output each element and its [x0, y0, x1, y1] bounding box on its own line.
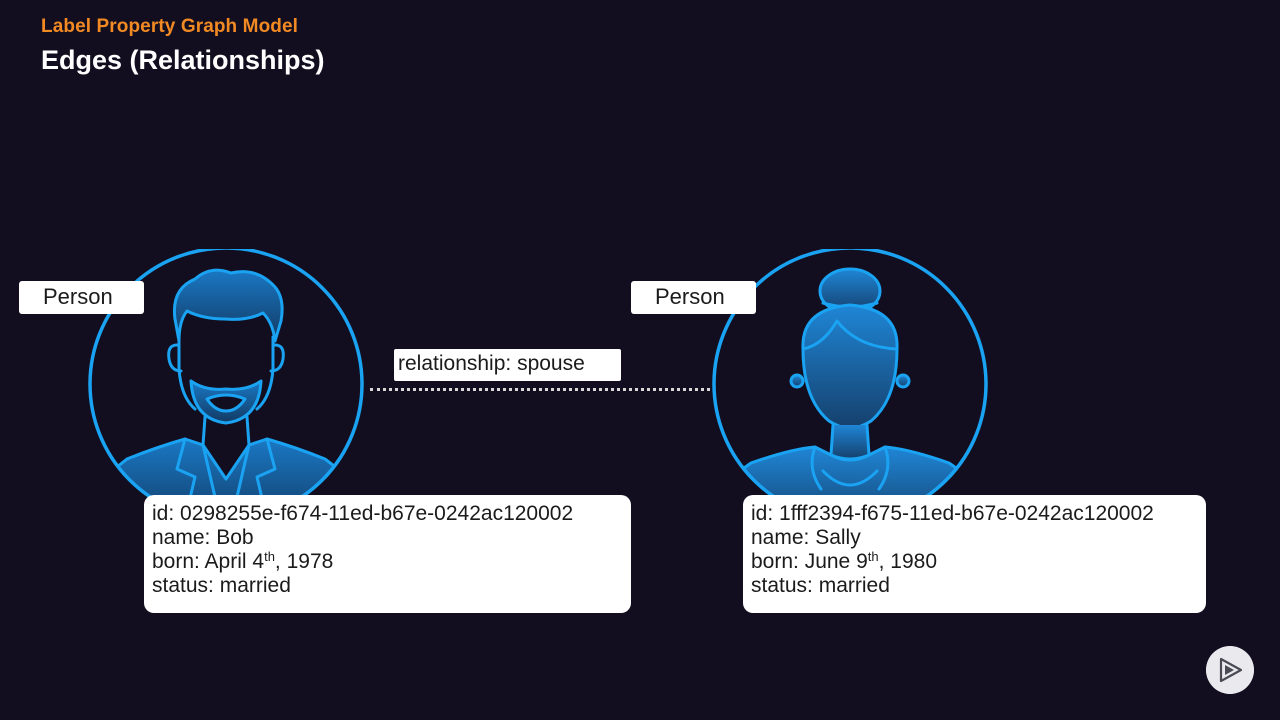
property-card-bob: id: 0298255e-f674-11ed-b67e-0242ac120002… [144, 495, 631, 613]
property-born: born: June 9th, 1980 [751, 549, 937, 573]
edge-label: relationship: spouse [394, 349, 621, 381]
edge-connector-line [370, 388, 710, 391]
property-name: name: Sally [751, 526, 861, 549]
section-kicker: Label Property Graph Model [41, 16, 299, 37]
node-label-bob: Person [19, 281, 144, 314]
property-name: name: Bob [152, 526, 254, 549]
property-id: id: 0298255e-f674-11ed-b67e-0242ac120002 [152, 502, 574, 525]
pluralsight-play-icon[interactable] [1206, 646, 1254, 694]
property-born: born: April 4th, 1978 [152, 549, 334, 573]
slide-title: Edges (Relationships) [41, 45, 325, 75]
property-status: status: married [152, 574, 291, 597]
property-status: status: married [751, 574, 890, 597]
node-label-sally: Person [631, 281, 756, 314]
property-card-sally: id: 1fff2394-f675-11ed-b67e-0242ac120002… [743, 495, 1206, 613]
property-id: id: 1fff2394-f675-11ed-b67e-0242ac120002 [751, 502, 1154, 525]
